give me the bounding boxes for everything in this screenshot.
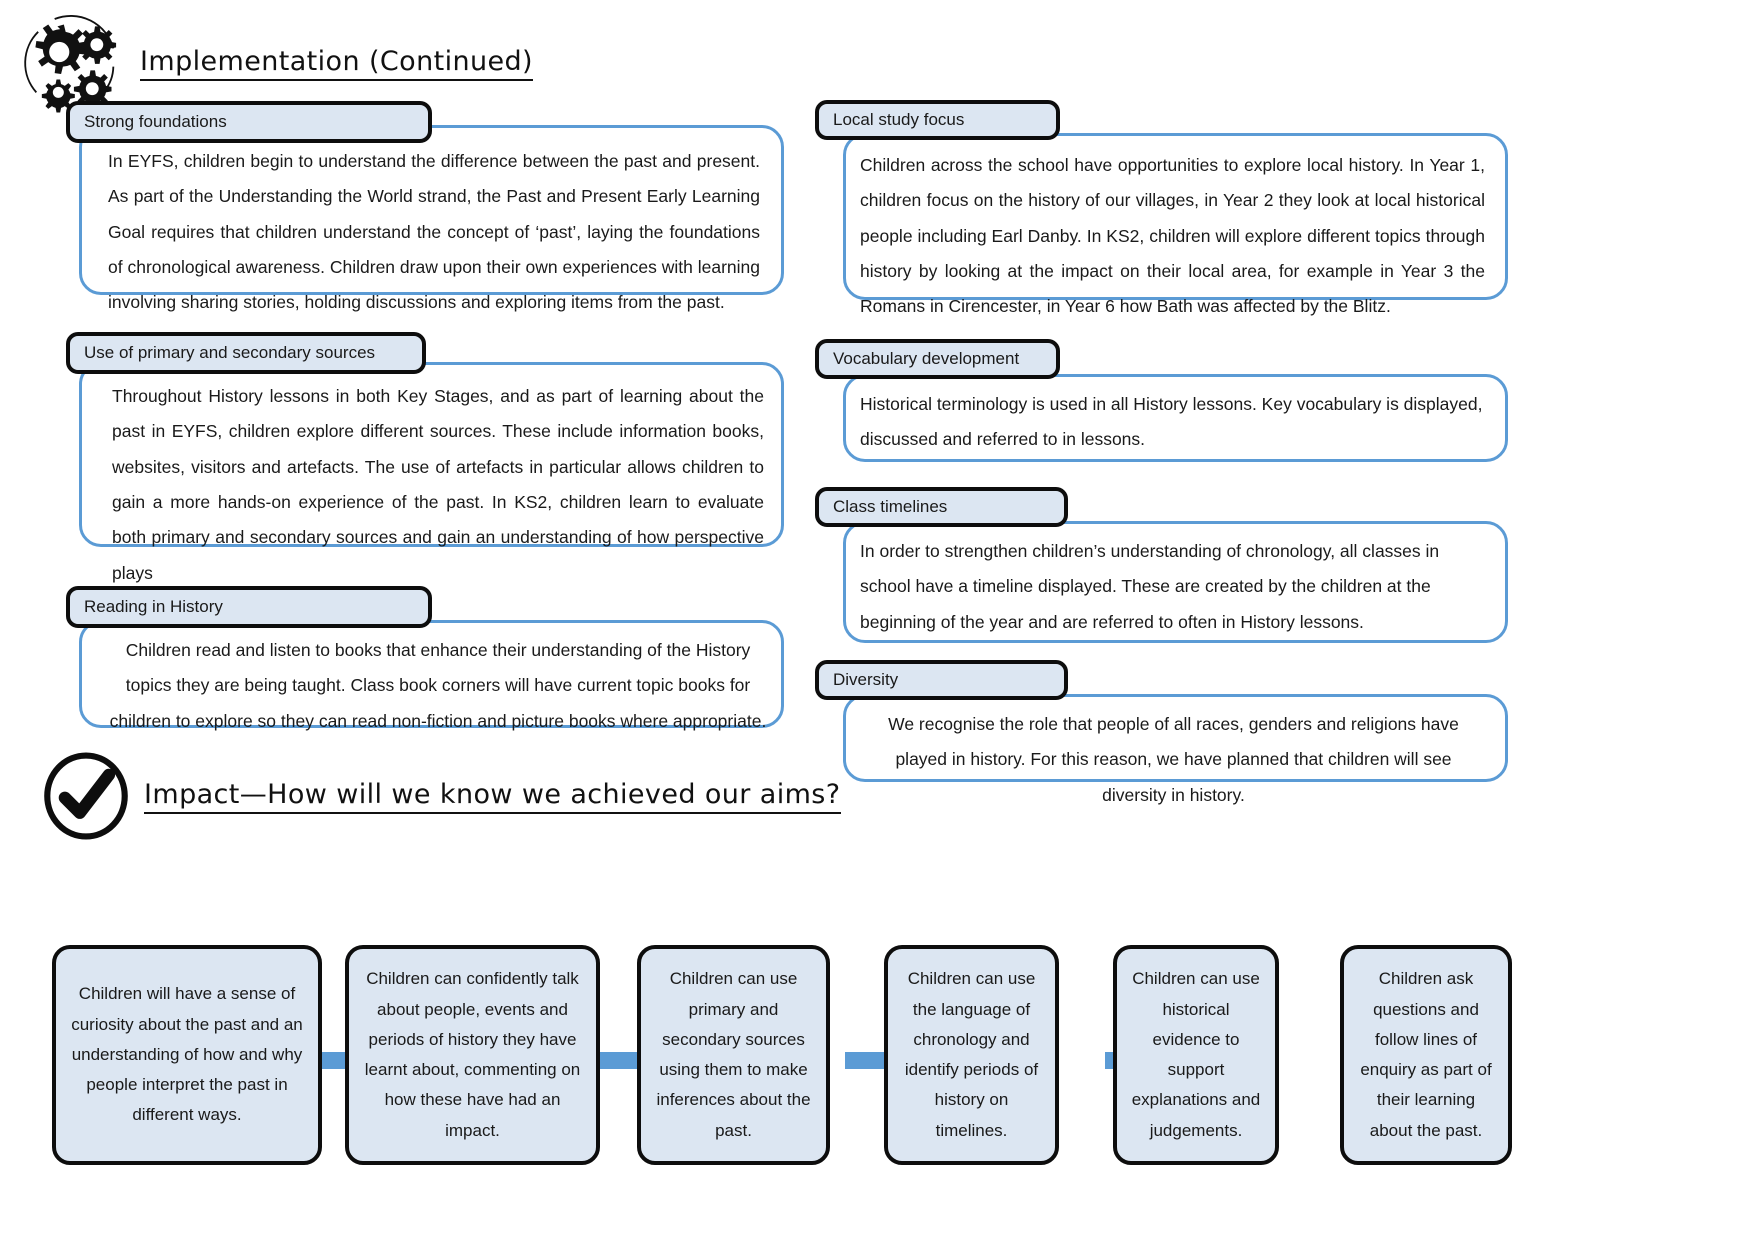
callout-label-local-study-focus[interactable]: Local study focus <box>815 100 1060 140</box>
impact-title: Impact—How will we know we achieved our … <box>144 779 841 814</box>
impact-outcome-text: Children ask questions and follow lines … <box>1360 969 1492 1140</box>
callout-body-vocabulary-development: Historical terminology is used in all Hi… <box>843 374 1508 462</box>
impact-outcome-box-5[interactable]: Children can use historical evidence to … <box>1113 945 1279 1165</box>
callout-label-text: Reading in History <box>84 597 223 616</box>
callout-label-primary-secondary-sources[interactable]: Use of primary and secondary sources <box>66 332 426 374</box>
callout-body-diversity: We recognise the role that people of all… <box>843 694 1508 805</box>
callout-text-class-timelines: In order to strengthen children’s unders… <box>860 541 1440 632</box>
callout-label-reading-in-history[interactable]: Reading in History <box>66 586 432 628</box>
callout-label-text: Class timelines <box>833 497 948 516</box>
callout-text-vocabulary-development: Historical terminology is used in all Hi… <box>860 394 1483 450</box>
impact-outcome-box-1[interactable]: Children will have a sense of curiosity … <box>52 945 322 1165</box>
impact-heading: Impact—How will we know we achieved our … <box>42 752 841 840</box>
callout-body-local-study-focus: Children across the school have opportun… <box>843 133 1508 316</box>
impact-outcome-box-6[interactable]: Children ask questions and follow lines … <box>1340 945 1512 1165</box>
callout-body-strong-foundations: In EYFS, children begin to understand th… <box>79 125 784 312</box>
callout-text-primary-secondary-sources: Throughout History lessons in both Key S… <box>112 386 764 583</box>
callout-label-text: Local study focus <box>833 110 965 129</box>
impact-outcome-box-4[interactable]: Children can use the language of chronol… <box>884 945 1059 1165</box>
callout-text-strong-foundations: In EYFS, children begin to understand th… <box>108 151 760 313</box>
impact-outcome-text: Children can use primary and secondary s… <box>656 969 811 1140</box>
callout-label-strong-foundations[interactable]: Strong foundations <box>66 101 432 143</box>
implementation-title: Implementation (Continued) <box>140 46 533 81</box>
callout-text-local-study-focus: Children across the school have opportun… <box>860 155 1485 317</box>
impact-outcome-text: Children can use the language of chronol… <box>904 969 1039 1140</box>
callout-body-reading-in-history: Children read and listen to books that e… <box>79 620 784 731</box>
impact-outcome-text: Children will have a sense of curiosity … <box>71 984 303 1125</box>
callout-label-diversity[interactable]: Diversity <box>815 660 1068 700</box>
callout-body-class-timelines: In order to strengthen children’s unders… <box>843 521 1508 643</box>
callout-label-text: Vocabulary development <box>833 349 1020 368</box>
impact-outcome-box-3[interactable]: Children can use primary and secondary s… <box>637 945 830 1165</box>
impact-outcome-text: Children can confidently talk about peop… <box>364 969 581 1140</box>
gears-icon <box>24 14 117 113</box>
callout-label-text: Strong foundations <box>84 112 227 131</box>
callout-text-diversity: We recognise the role that people of all… <box>888 714 1459 805</box>
callout-label-text: Diversity <box>833 670 899 689</box>
impact-outcome-box-2[interactable]: Children can confidently talk about peop… <box>345 945 600 1165</box>
callout-label-text: Use of primary and secondary sources <box>84 343 376 362</box>
check-circle-icon <box>44 752 128 840</box>
implementation-heading: Implementation (Continued) <box>18 8 533 118</box>
callout-label-class-timelines[interactable]: Class timelines <box>815 487 1068 527</box>
impact-outcome-text: Children can use historical evidence to … <box>1131 969 1261 1140</box>
callout-label-vocabulary-development[interactable]: Vocabulary development <box>815 339 1060 379</box>
callout-text-reading-in-history: Children read and listen to books that e… <box>109 640 767 731</box>
callout-body-primary-secondary-sources: Throughout History lessons in both Key S… <box>79 362 784 583</box>
